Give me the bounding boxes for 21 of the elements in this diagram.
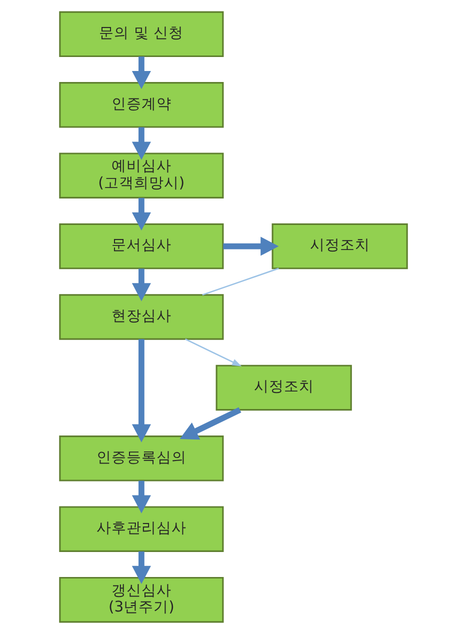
arrow (132, 551, 151, 584)
connector (202, 268, 279, 296)
arrow (132, 268, 151, 302)
node-box: 현장심사 (59, 294, 224, 340)
node-box: 인증계약 (59, 82, 224, 128)
arrow (223, 236, 279, 256)
arrow (132, 56, 151, 90)
node-box: 인증등록심의 (59, 436, 224, 482)
arrow (132, 198, 151, 231)
node-box: 문의 및 신청 (59, 11, 224, 58)
node-box: 갱신심사 (3년주기) (59, 576, 224, 623)
node-box: 시정조치 (272, 223, 408, 270)
arrow (180, 407, 242, 440)
arrow (132, 127, 151, 160)
arrow (132, 480, 151, 514)
node-box: 문서심사 (59, 223, 224, 270)
arrow (132, 339, 151, 442)
arrow (185, 338, 242, 366)
node-box: 시정조치 (216, 364, 352, 411)
node-box: 사후관리심사 (59, 506, 224, 552)
node-box: 예비심사 (고객희망시) (59, 152, 224, 198)
